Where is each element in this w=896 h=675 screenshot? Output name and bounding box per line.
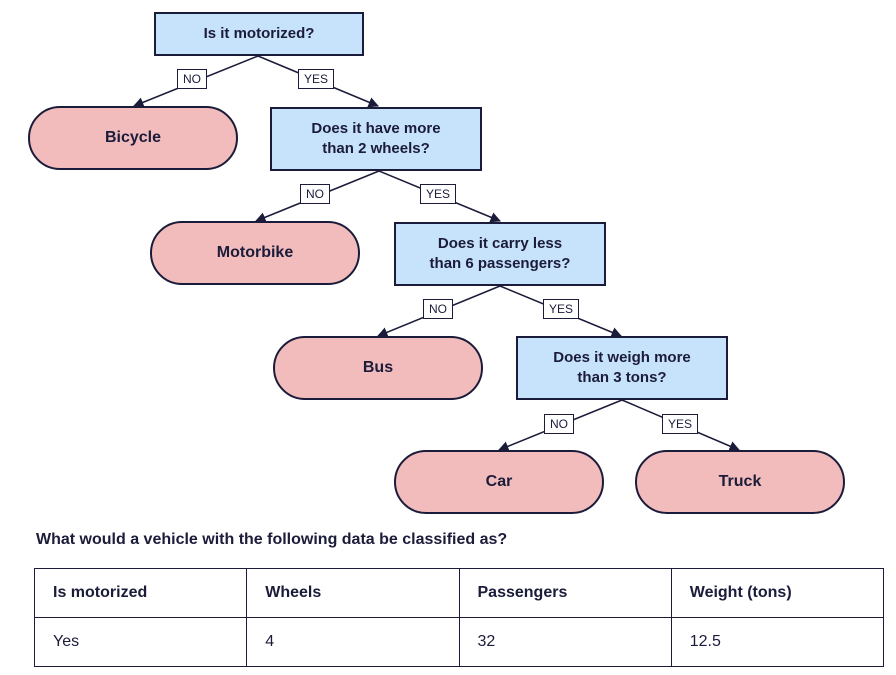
branch-label-yes: YES [662, 414, 699, 434]
cell-wheels: 4 [246, 617, 460, 667]
question-node-motorized: Is it motorized? [154, 12, 364, 56]
vehicle-data-table: Is motorized Wheels Passengers Weight (t… [33, 568, 885, 667]
leaf-node-truck: Truck [635, 450, 845, 514]
cell-weight: 12.5 [670, 617, 885, 667]
leaf-node-car: Car [394, 450, 604, 514]
question-node-wheels: Does it have more than 2 wheels? [270, 107, 482, 171]
question-node-passengers: Does it carry less than 6 passengers? [394, 222, 606, 286]
leaf-node-bus: Bus [273, 336, 483, 400]
branch-label-yes: YES [543, 299, 580, 319]
column-header-weight: Weight (tons) [670, 568, 885, 618]
table-header-row: Is motorized Wheels Passengers Weight (t… [33, 568, 885, 618]
table-row: Yes 4 32 12.5 [33, 617, 885, 667]
column-header-motorized: Is motorized [33, 568, 248, 618]
question-prompt: What would a vehicle with the following … [36, 531, 508, 548]
branch-label-no: NO [300, 184, 330, 204]
cell-motorized: Yes [33, 617, 248, 667]
cell-passengers: 32 [458, 617, 672, 667]
branch-label-no: NO [423, 299, 453, 319]
column-header-passengers: Passengers [458, 568, 672, 618]
branch-label-yes: YES [298, 69, 335, 89]
leaf-node-motorbike: Motorbike [150, 221, 360, 285]
branch-label-yes: YES [420, 184, 457, 204]
question-node-weight: Does it weigh more than 3 tons? [516, 336, 728, 400]
column-header-wheels: Wheels [246, 568, 460, 618]
leaf-node-bicycle: Bicycle [28, 106, 238, 170]
branch-label-no: NO [177, 69, 207, 89]
branch-label-no: NO [544, 414, 574, 434]
